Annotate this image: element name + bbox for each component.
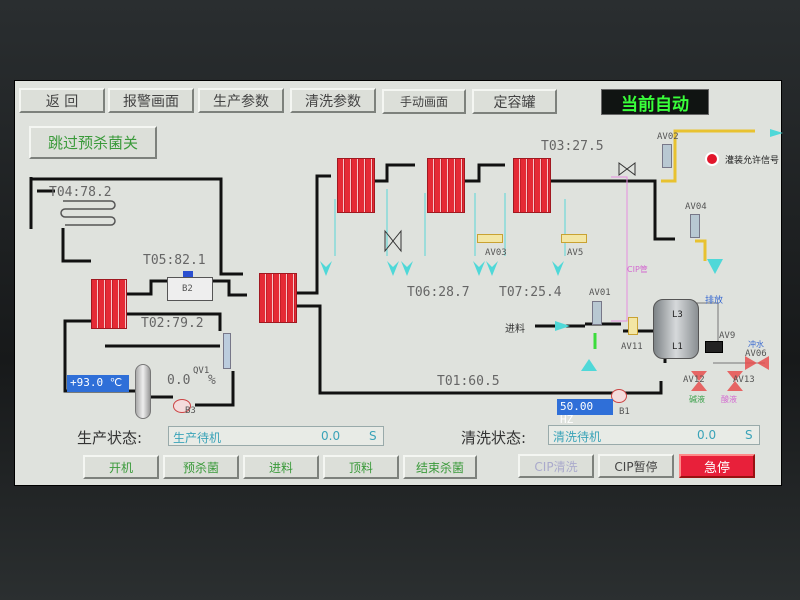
av13-label: AV13	[733, 375, 755, 385]
t05-readout: T05:82.1	[143, 253, 206, 268]
hot-water-tank	[135, 364, 151, 419]
presterilize-button[interactable]: 预杀菌	[163, 455, 239, 479]
flush-label: 冲水	[748, 340, 764, 349]
alkali-label: 碱液	[689, 395, 705, 404]
process-pipes	[29, 129, 783, 407]
valve-av5[interactable]	[561, 234, 587, 243]
b1-label: B1	[619, 407, 630, 417]
pump-b3[interactable]	[173, 399, 191, 413]
t04-readout: T04:78.2	[49, 185, 112, 200]
b3-label: B3	[185, 406, 196, 416]
mode-indicator: 当前自动	[601, 89, 709, 115]
b2-label: B2	[182, 284, 193, 294]
t06-readout: T06:28.7	[407, 285, 470, 300]
cleaning-time-unit: S	[745, 428, 753, 442]
heat-exchanger-2	[259, 273, 297, 323]
production-params-button[interactable]: 生产参数	[198, 88, 284, 113]
end-sterilize-button[interactable]: 结束杀菌	[403, 455, 477, 479]
frequency-readout: 50.00 HZ	[557, 399, 613, 426]
av5-label: AV5	[567, 248, 584, 258]
steam-separator	[223, 333, 231, 369]
discharge-label: 排放	[705, 296, 724, 306]
feed-button[interactable]: 进料	[243, 455, 319, 479]
fill-signal-label: 灌装允许信号	[725, 156, 780, 166]
av01-label: AV01	[589, 288, 611, 298]
production-status-field: 生产待机 0.0 S	[168, 426, 384, 446]
push-material-button[interactable]: 顶料	[323, 455, 399, 479]
cip-pipe-label: CIP管	[627, 265, 648, 274]
l1-label: L1	[672, 342, 683, 352]
heat-exchanger-4	[427, 158, 465, 213]
cleaning-state: 清洗待机	[553, 430, 602, 444]
fill-signal-indicator	[705, 152, 719, 166]
buffer-tank: L3 L1	[653, 299, 699, 359]
valve-av02[interactable]	[662, 144, 672, 168]
valve-av9[interactable]	[705, 341, 723, 353]
cleaning-params-button[interactable]: 清洗参数	[290, 88, 376, 113]
valve-av11[interactable]	[628, 317, 638, 335]
pump-b1[interactable]	[611, 389, 627, 403]
cip-pause-button[interactable]: CIP暂停	[598, 454, 674, 478]
heat-exchanger-1	[91, 279, 127, 329]
t07-readout: T07:25.4	[499, 285, 562, 300]
cleaning-time: 0.0	[697, 428, 717, 442]
emergency-stop-button[interactable]: 急停	[679, 454, 755, 478]
l3-label: L3	[672, 310, 683, 320]
cleaning-status-label: 清洗状态:	[461, 429, 527, 447]
start-button[interactable]: 开机	[83, 455, 159, 479]
av03-label: AV03	[485, 248, 507, 258]
motor-icon	[183, 271, 193, 277]
valve-av04[interactable]	[690, 214, 700, 238]
hmi-screen: 返 回 报警画面 生产参数 清洗参数 手动画面 定容罐 当前自动 跳过预杀菌关	[14, 80, 783, 486]
feed-label: 进料	[505, 324, 525, 335]
manual-screen-button[interactable]: 手动画面	[382, 89, 466, 114]
t01-readout: T01:60.5	[437, 374, 500, 389]
tank-volume-button[interactable]: 定容罐	[472, 89, 557, 114]
valve-av01[interactable]	[592, 301, 602, 325]
av9-label: AV9	[719, 331, 736, 341]
skip-presterilize-button[interactable]: 跳过预杀菌关	[29, 126, 157, 159]
av12-label: AV12	[683, 375, 705, 385]
valve-av03[interactable]	[477, 234, 503, 243]
av04-label: AV04	[685, 202, 707, 212]
production-state: 生产待机	[173, 431, 222, 445]
av06-label: AV06	[745, 349, 767, 359]
t02-readout: T02:79.2	[141, 316, 204, 331]
qv1-label: QV1	[193, 366, 210, 376]
acid-label: 酸液	[721, 395, 737, 404]
heat-exchanger-5	[513, 158, 551, 213]
t03-readout: T03:27.5	[541, 139, 604, 154]
heat-exchanger-3	[337, 158, 375, 213]
back-button[interactable]: 返 回	[19, 88, 105, 113]
production-status-label: 生产状态:	[77, 429, 143, 447]
av11-label: AV11	[621, 342, 643, 352]
cip-clean-button[interactable]: CIP清洗	[518, 454, 594, 478]
av02-label: AV02	[657, 132, 679, 142]
hot-water-temp-readout: +93.0 ℃	[67, 375, 129, 392]
production-time: 0.0	[321, 429, 341, 443]
valve-percent-readout: 0.0	[167, 373, 191, 388]
production-time-unit: S	[369, 429, 377, 443]
alarm-screen-button[interactable]: 报警画面	[108, 88, 194, 113]
cleaning-status-field: 清洗待机 0.0 S	[548, 425, 760, 445]
valve-percent-unit: %	[208, 373, 216, 388]
pump-b2[interactable]: B2	[167, 277, 213, 301]
